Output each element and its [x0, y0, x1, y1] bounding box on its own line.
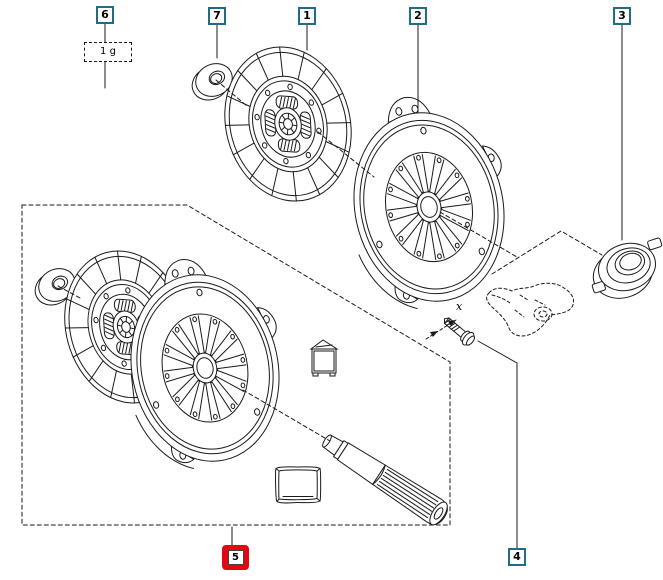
leader-lines: [105, 24, 622, 549]
release-bearing: [582, 232, 663, 308]
assembly-axis-lines: [58, 80, 602, 441]
callout-4[interactable]: 4: [508, 548, 526, 566]
clutch-kit-box: [22, 205, 450, 525]
callout-2[interactable]: 2: [409, 7, 427, 25]
clutch-disc: [207, 32, 369, 216]
callout-3[interactable]: 3: [613, 7, 631, 25]
kit-alignment-tool: [318, 428, 452, 528]
callout-7[interactable]: 7: [208, 7, 226, 25]
callout-1[interactable]: 1: [298, 7, 316, 25]
position-marker: x: [456, 300, 463, 313]
grease-quantity-box: 1 g: [84, 42, 132, 62]
callout-6[interactable]: 6: [96, 6, 114, 24]
kit-grease-tube: [311, 340, 337, 376]
kit-grease-sachet: [275, 466, 321, 504]
clutch-fork: [487, 283, 574, 336]
pressure-plate: [328, 79, 531, 319]
callout-5-number: 5: [227, 550, 244, 565]
callout-5-highlighted[interactable]: 5: [222, 545, 249, 570]
fork-pivot-bolt: [426, 313, 477, 348]
